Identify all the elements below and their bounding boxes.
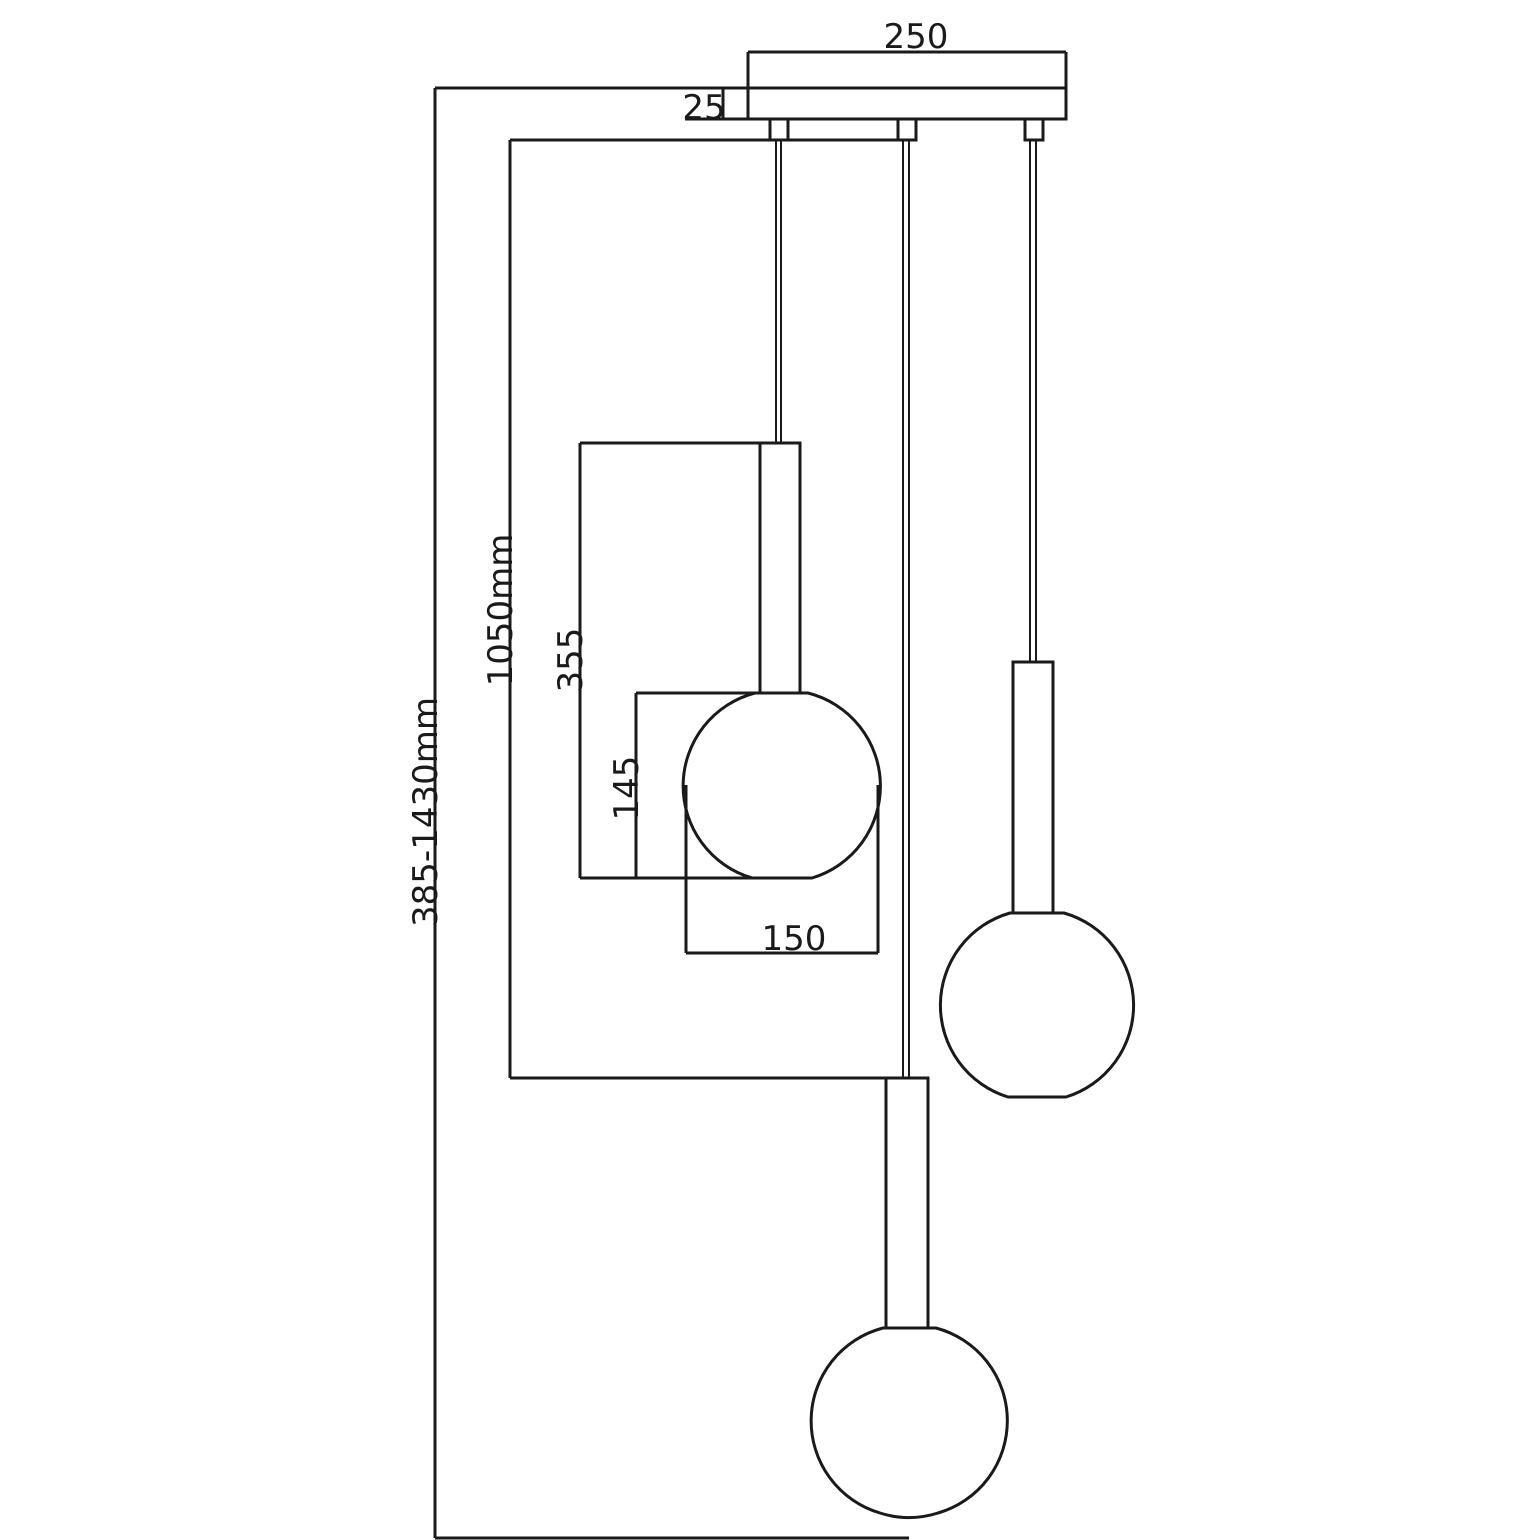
lamp-tube	[1011, 660, 1055, 915]
cable-connector-3	[1023, 117, 1045, 142]
glass-globe	[809, 1326, 1009, 1519]
cable-length-dimension: 1050mm	[481, 138, 905, 1080]
cable-connector-1	[768, 117, 790, 142]
lamp-tube	[758, 441, 802, 695]
cable-connector-2	[896, 117, 918, 142]
lamp-tube	[884, 1076, 930, 1330]
globe-diameter-label: 150	[762, 919, 827, 959]
pendant-left: 355 145 150	[551, 140, 882, 959]
globe-height-label: 145	[607, 756, 647, 821]
cable-length-label: 1050mm	[481, 534, 521, 687]
total-height-dimension: 385-1430mm	[406, 88, 909, 1540]
glass-globe	[938, 911, 1136, 1099]
canopy-body	[746, 86, 1068, 121]
pendant-right	[938, 140, 1136, 1099]
canopy-height-label: 25	[682, 88, 725, 128]
glass-globe	[681, 691, 882, 880]
canopy: 250 25	[435, 17, 1068, 142]
total-height-label: 385-1430mm	[406, 697, 446, 927]
lamp-height-label: 355	[551, 628, 591, 693]
pendant-center	[809, 140, 1009, 1519]
canopy-width-label: 250	[884, 17, 949, 57]
